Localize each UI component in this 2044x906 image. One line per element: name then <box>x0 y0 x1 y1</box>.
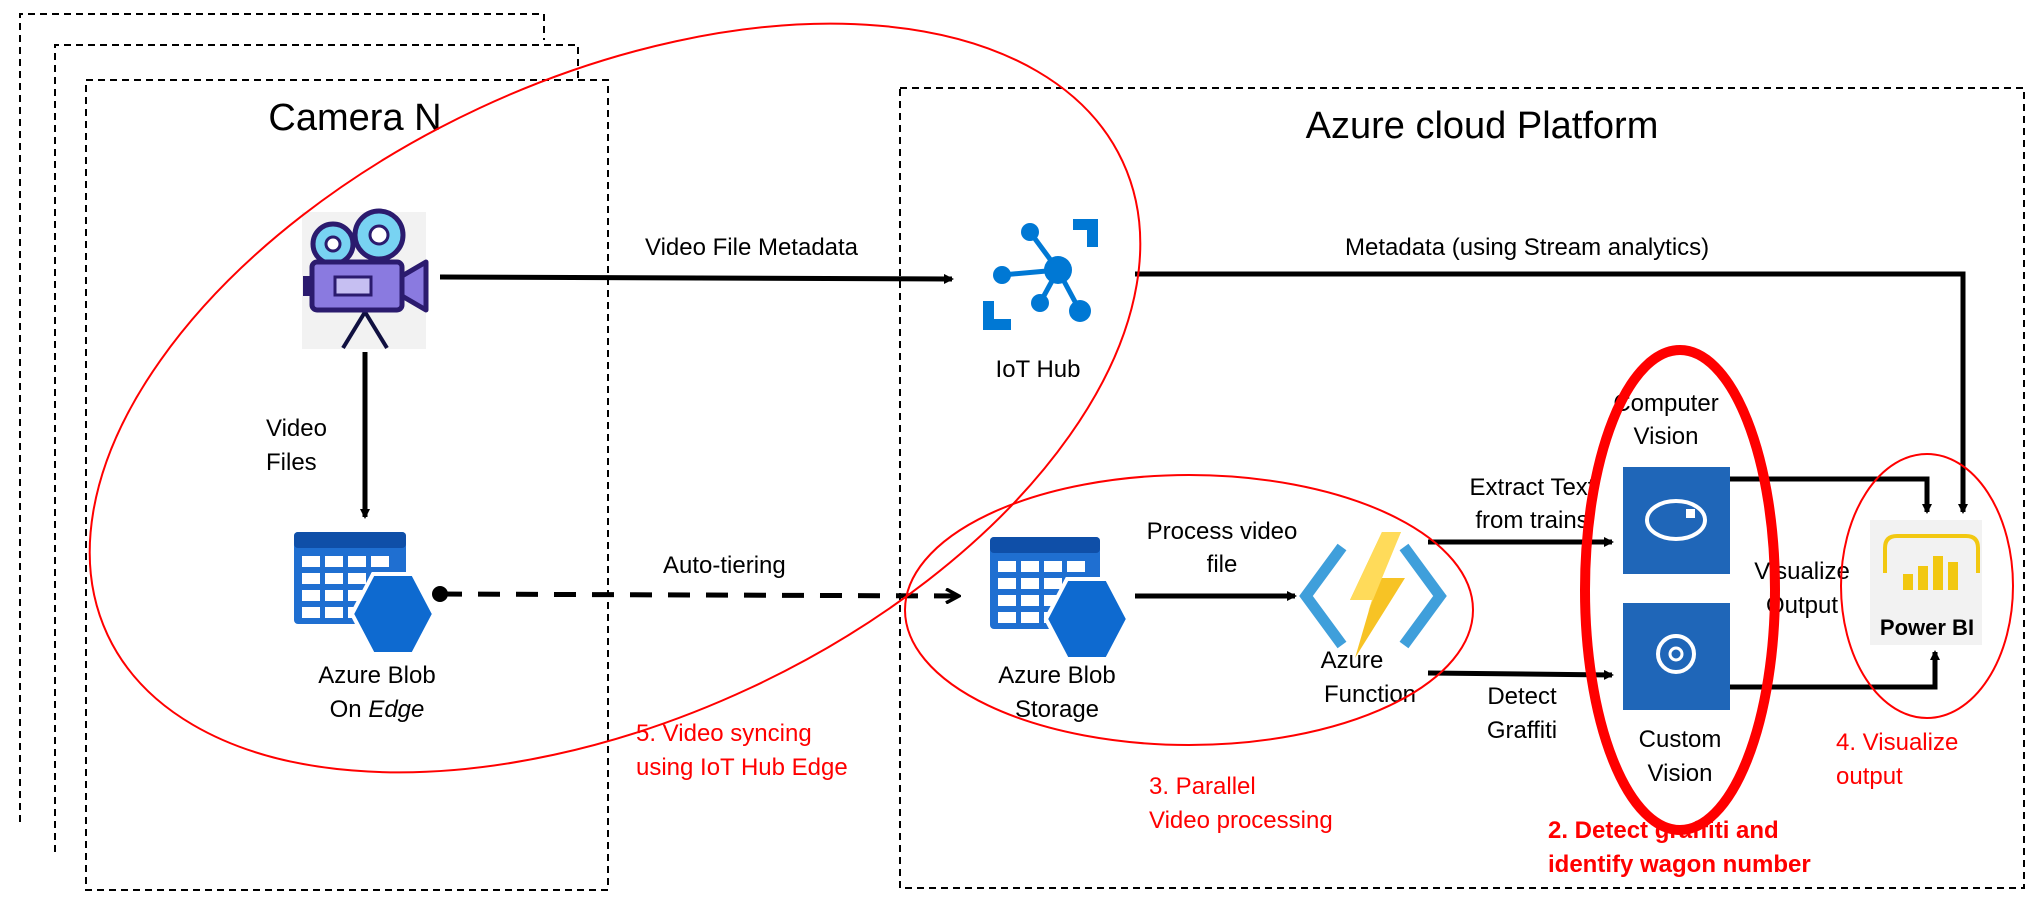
blob-edge-label-1: Azure Blob <box>318 662 435 689</box>
arrow-camera-to-iothub <box>439 273 954 284</box>
azure-blob-storage-icon <box>990 537 1131 661</box>
arrow-function-to-custom-vision <box>1427 669 1614 680</box>
step2-annotation-1: 2. Detect graffiti and <box>1548 817 1779 844</box>
custom-vision-label-2: Vision <box>1648 760 1713 787</box>
step4-annotation-1: 4. Visualize <box>1836 729 1958 756</box>
step3-annotation-2: Video processing <box>1149 807 1333 834</box>
blob-edge-label-2: On Edge <box>330 696 425 723</box>
auto-tiering-label: Auto-tiering <box>663 552 786 579</box>
blob-edge-label-on: On <box>330 696 369 723</box>
video-file-metadata-label: Video File Metadata <box>645 234 859 261</box>
detect-graffiti-label-1: Detect <box>1487 683 1557 710</box>
camera-frame-middle <box>54 44 579 852</box>
iot-hub-icon <box>983 219 1098 330</box>
step2-annotation-2: identify wagon number <box>1548 851 1811 878</box>
computer-vision-label-2: Vision <box>1634 423 1699 450</box>
parallel-processing-ellipse <box>904 474 1474 746</box>
iot-hub-label: IoT Hub <box>996 356 1081 383</box>
function-label-1: Azure <box>1321 647 1384 674</box>
blob-storage-label-2: Storage <box>1015 696 1099 723</box>
custom-vision-icon <box>1623 603 1730 710</box>
video-syncing-ellipse <box>88 22 1142 774</box>
visualize-ellipse <box>1840 453 2014 719</box>
video-files-label-2: Files <box>266 449 317 476</box>
camera-stack-frames <box>19 13 609 891</box>
computer-vision-label-1: Computer <box>1613 390 1718 417</box>
azure-cloud-boundary <box>899 87 2025 889</box>
azure-function-icon <box>1299 532 1447 658</box>
azure-blob-edge-icon <box>294 532 437 656</box>
step5-annotation-2: using IoT Hub Edge <box>636 754 848 781</box>
step3-annotation-1: 3. Parallel <box>1149 773 1256 800</box>
detect-graffiti-ellipse <box>1580 345 1780 835</box>
function-label-2: Function <box>1324 681 1416 708</box>
video-files-label-1: Video <box>266 415 327 442</box>
arrow-custom-vision-to-powerbi <box>1730 650 1940 690</box>
extract-text-label-1: Extract Text <box>1470 474 1595 501</box>
computer-vision-icon <box>1623 467 1730 574</box>
visualize-output-label-1: Visualize <box>1754 558 1850 585</box>
extract-text-label-2: from trains <box>1475 507 1588 534</box>
arrow-iothub-to-powerbi <box>1135 271 1968 514</box>
auto-tiering-origin-dot <box>432 586 448 602</box>
custom-vision-label-1: Custom <box>1639 726 1722 753</box>
detect-graffiti-label-2: Graffiti <box>1487 717 1557 744</box>
power-bi-label: Power BI <box>1880 615 1974 640</box>
arrow-computer-vision-to-powerbi <box>1730 476 1932 514</box>
blob-storage-label-1: Azure Blob <box>998 662 1115 689</box>
camera-n-boundary <box>85 79 609 891</box>
blob-edge-label-edge: Edge <box>368 696 424 723</box>
camera-frame-back <box>19 13 545 822</box>
connectors <box>360 271 1968 690</box>
step4-annotation-2: output <box>1836 763 1903 790</box>
process-video-label-1: Process video <box>1147 518 1298 545</box>
arrow-auto-tiering <box>439 594 958 596</box>
power-bi-icon <box>1870 520 1982 645</box>
camera-title: Camera N <box>268 97 441 139</box>
cloud-title: Azure cloud Platform <box>1306 105 1659 147</box>
metadata-stream-label: Metadata (using Stream analytics) <box>1345 234 1709 261</box>
video-camera-icon <box>302 208 429 350</box>
process-video-label-2: file <box>1207 551 1238 578</box>
step5-annotation-1: 5. Video syncing <box>636 720 812 747</box>
